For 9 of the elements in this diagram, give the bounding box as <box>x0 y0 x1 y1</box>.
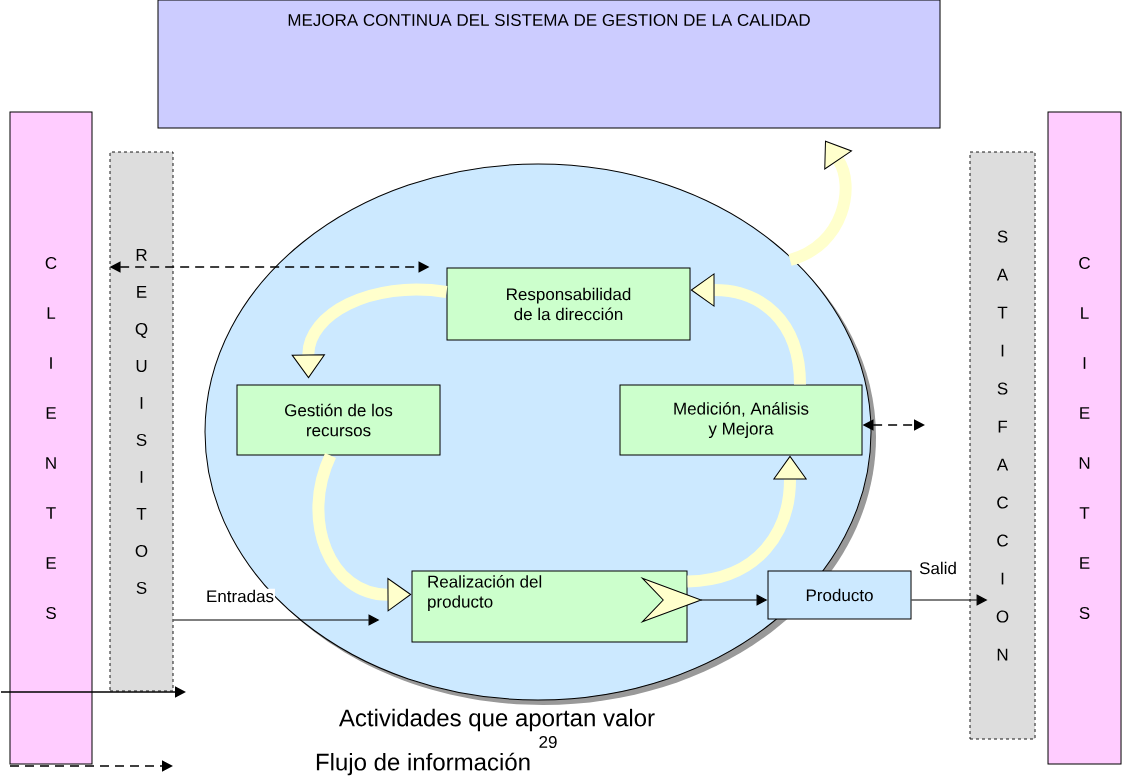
requirements-bar: S A T I S F A C C I O N <box>969 151 1036 740</box>
title-box: MEJORA CONTINUA DEL SISTEMA DE GESTION DE LA CALIDAD <box>157 0 941 129</box>
edge-label: Salid <box>918 560 958 576</box>
legend-text: Flujo de información <box>316 752 530 776</box>
clients-bar: C L I E N T E S <box>9 111 93 765</box>
page-number: 29 <box>539 736 557 749</box>
requirements-bar: R E Q U I S I T O S <box>109 151 174 692</box>
legend-text: Actividades que aportan valor <box>338 708 655 732</box>
clients-bar: C L I E N T E S <box>1047 111 1122 765</box>
